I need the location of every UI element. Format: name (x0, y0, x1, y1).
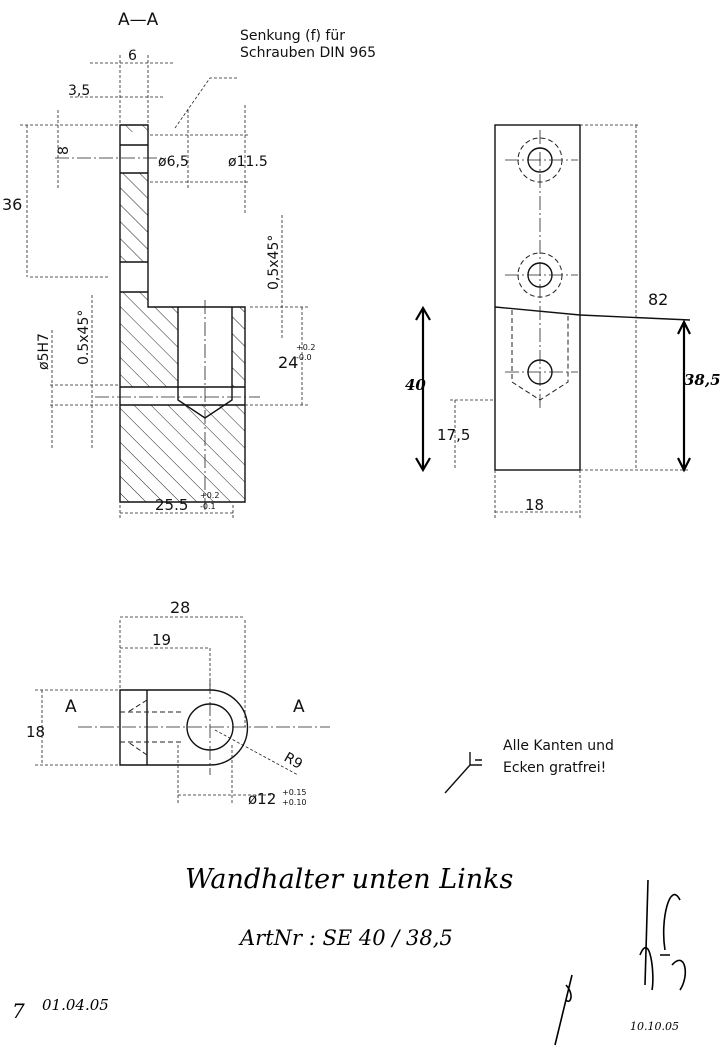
countersink-hidden (120, 699, 182, 756)
dim-counterbore: ø11.5 (228, 154, 268, 170)
section-view: A—A 6 3,5 Senkung (f) für Schrauben DIN … (2, 10, 376, 520)
dim-18-side: 18 (525, 496, 544, 514)
section-title: A—A (118, 10, 159, 30)
dim-3-5: 3,5 (68, 83, 90, 99)
cut-line (494, 306, 691, 321)
dim-25-5: 25.5 (155, 496, 188, 514)
top-dimension-lines (35, 616, 299, 805)
date-mark: 7 (12, 999, 25, 1023)
top-view: 28 19 18 A A R9 ø12 +0.15 +0.10 (26, 598, 330, 808)
dim-bore-tol-lower: +0.10 (282, 798, 307, 807)
dim-chamfer-top: 0,5x45° (266, 235, 282, 290)
side-outline (494, 124, 581, 471)
dim-24-tol-upper: +0.2 (296, 343, 315, 352)
dim-bore: ø6,5 (158, 154, 189, 170)
side-dimension-lines (450, 124, 690, 520)
centerlines (505, 130, 578, 410)
dim-8: 8 (56, 146, 72, 155)
dimension-lines (20, 55, 310, 520)
section-line (78, 680, 330, 775)
note-line-1: Alle Kanten und (503, 738, 614, 754)
article-number: ArtNr : SE 40 / 38,5 (238, 926, 453, 950)
section-hatch (120, 125, 245, 502)
dim-bore-12: ø12 (248, 790, 276, 808)
leader-line (174, 77, 238, 129)
dim-pin: ø5H7 (36, 333, 52, 370)
section-mark-right: A (293, 697, 305, 717)
dim-24-tol-lower: -0.0 (296, 353, 312, 362)
handdrawn-dimension-arrows (415, 305, 691, 473)
edge-note: Alle Kanten und Ecken gratfrei! (444, 738, 614, 794)
top-outline (119, 689, 249, 766)
section-mark-left: A (65, 697, 77, 717)
countersink-note-2: Schrauben DIN 965 (240, 45, 376, 61)
side-view: 82 40 38,5 17,5 18 (405, 124, 720, 520)
dim-82: 82 (648, 290, 668, 309)
dim-36: 36 (2, 195, 22, 214)
dim-38-5: 38,5 (684, 371, 720, 389)
dim-17-5: 17,5 (437, 426, 470, 444)
dim-r9: R9 (281, 750, 305, 773)
dim-6: 6 (128, 48, 137, 64)
dim-25-5-tol-lower: -0.1 (200, 502, 216, 511)
note-line-2: Ecken gratfrei! (503, 760, 606, 776)
section-outline (119, 124, 246, 503)
countersink-note-1: Senkung (f) für (240, 28, 345, 44)
edge-symbol-icon (444, 752, 482, 794)
date-right: 10.10.05 (630, 1020, 679, 1033)
dim-24: 24 (278, 353, 298, 372)
dim-25-5-tol-upper: +0.2 (200, 491, 219, 500)
part-name: Wandhalter unten Links (185, 864, 513, 895)
dim-28: 28 (170, 598, 190, 617)
date-left: 01.04.05 (42, 996, 109, 1014)
dim-chamfer-left: 0.5x45° (76, 310, 92, 365)
signature-icon (554, 879, 687, 1046)
dim-18-top: 18 (26, 723, 45, 741)
dim-bore-tol-upper: +0.15 (282, 788, 307, 797)
dim-19: 19 (152, 631, 171, 649)
handwritten-annotations: Wandhalter unten Links ArtNr : SE 40 / 3… (12, 864, 687, 1046)
dim-40: 40 (405, 376, 426, 394)
